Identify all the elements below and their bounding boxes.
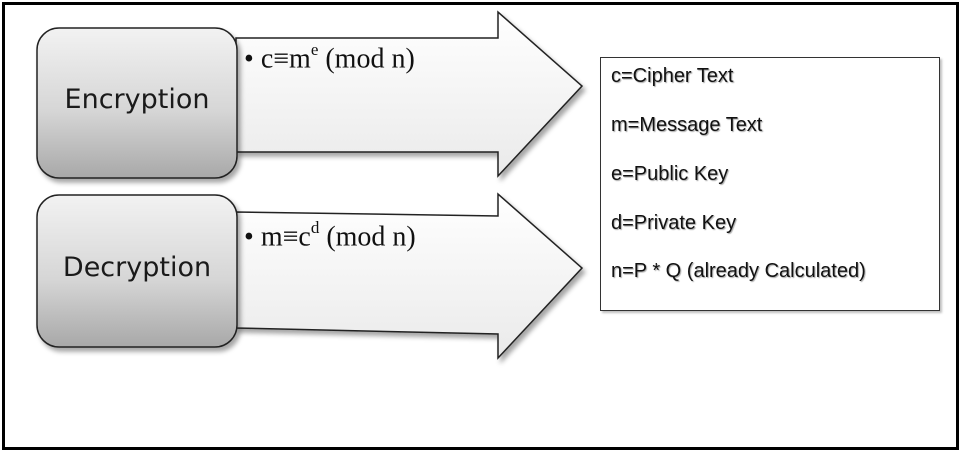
- legend-item-modulus: n=P * Q (already Calculated): [611, 260, 866, 282]
- decryption-formula-base: m≡c: [260, 221, 311, 253]
- decryption-formula: • m≡cd (mod n): [244, 218, 416, 253]
- decryption-formula-exponent: d: [310, 218, 320, 237]
- legend-item-cipher-text: c=Cipher Text: [611, 65, 734, 87]
- encryption-bullet: •: [244, 43, 254, 75]
- legend-item-private-key: d=Private Key: [611, 212, 737, 234]
- encryption-label: Encryption: [64, 84, 210, 115]
- decryption-box: [36, 194, 238, 348]
- encryption-formula-tail: (mod n): [318, 43, 415, 75]
- encryption-arrow: [235, 10, 584, 178]
- legend-item-public-key: e=Public Key: [611, 163, 729, 185]
- encryption-formula-base: c≡m: [260, 43, 311, 75]
- legend-box: c=Cipher Text m=Message Text e=Public Ke…: [600, 57, 940, 311]
- encryption-formula: • c≡me (mod n): [244, 40, 415, 75]
- decryption-label: Decryption: [62, 252, 212, 283]
- decryption-formula-tail: (mod n): [319, 221, 416, 253]
- encryption-formula-exponent: e: [310, 40, 319, 59]
- decryption-bullet: •: [244, 221, 254, 253]
- encryption-box: [36, 27, 238, 179]
- legend-item-message-text: m=Message Text: [611, 114, 763, 136]
- decryption-arrow: [235, 192, 584, 360]
